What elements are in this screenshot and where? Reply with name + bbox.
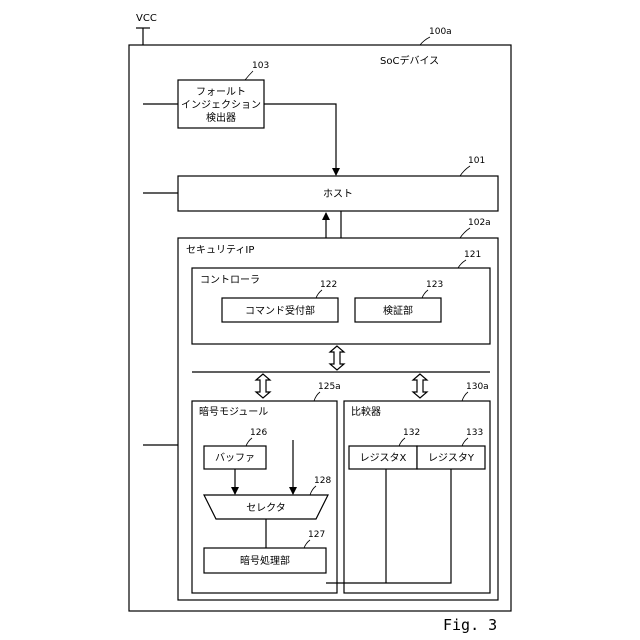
soc-device-ref-leader xyxy=(420,37,430,45)
security-ip-ref: 102a xyxy=(468,218,491,228)
crypto-module-ref: 125a xyxy=(318,382,341,392)
fault-detector-label-line2: インジェクション xyxy=(181,99,261,111)
register-x-label: レジスタX xyxy=(360,452,407,464)
crypto-module-label: 暗号モジュール xyxy=(199,405,268,418)
register-y-ref: 133 xyxy=(466,428,483,438)
figure-label: Fig. 3 xyxy=(443,616,497,634)
crypto-processor-label: 暗号処理部 xyxy=(240,554,290,567)
soc-device-ref: 100a xyxy=(429,27,452,37)
fault-detector-label-line1: フォールト xyxy=(196,87,246,98)
host-label: ホスト xyxy=(323,188,353,200)
soc-device-label: SoCデバイス xyxy=(380,54,439,67)
buffer-label: バッファ xyxy=(215,452,255,464)
host-ref: 101 xyxy=(468,156,485,166)
comparator-label: 比較器 xyxy=(351,405,381,418)
controller-label: コントローラ xyxy=(200,274,260,286)
controller-ref: 121 xyxy=(464,250,481,260)
fault-detector-ref: 103 xyxy=(252,61,269,71)
command-receiver-ref: 122 xyxy=(320,280,337,290)
register-y-label: レジスタY xyxy=(428,452,475,464)
comparator-ref: 130a xyxy=(466,382,489,392)
register-x-ref: 132 xyxy=(403,428,420,438)
buffer-ref: 126 xyxy=(250,428,267,438)
fault-detector-label-line3: 検出器 xyxy=(206,111,236,124)
crypto-processor-ref: 127 xyxy=(308,530,325,540)
selector-ref: 128 xyxy=(314,476,331,486)
selector-label: セレクタ xyxy=(246,502,286,514)
command-receiver-label: コマンド受付部 xyxy=(245,304,315,317)
verifier-ref: 123 xyxy=(426,280,443,290)
vcc-label: VCC xyxy=(136,13,157,24)
verifier-label: 検証部 xyxy=(383,304,413,317)
security-ip-label: セキュリティIP xyxy=(186,244,254,256)
